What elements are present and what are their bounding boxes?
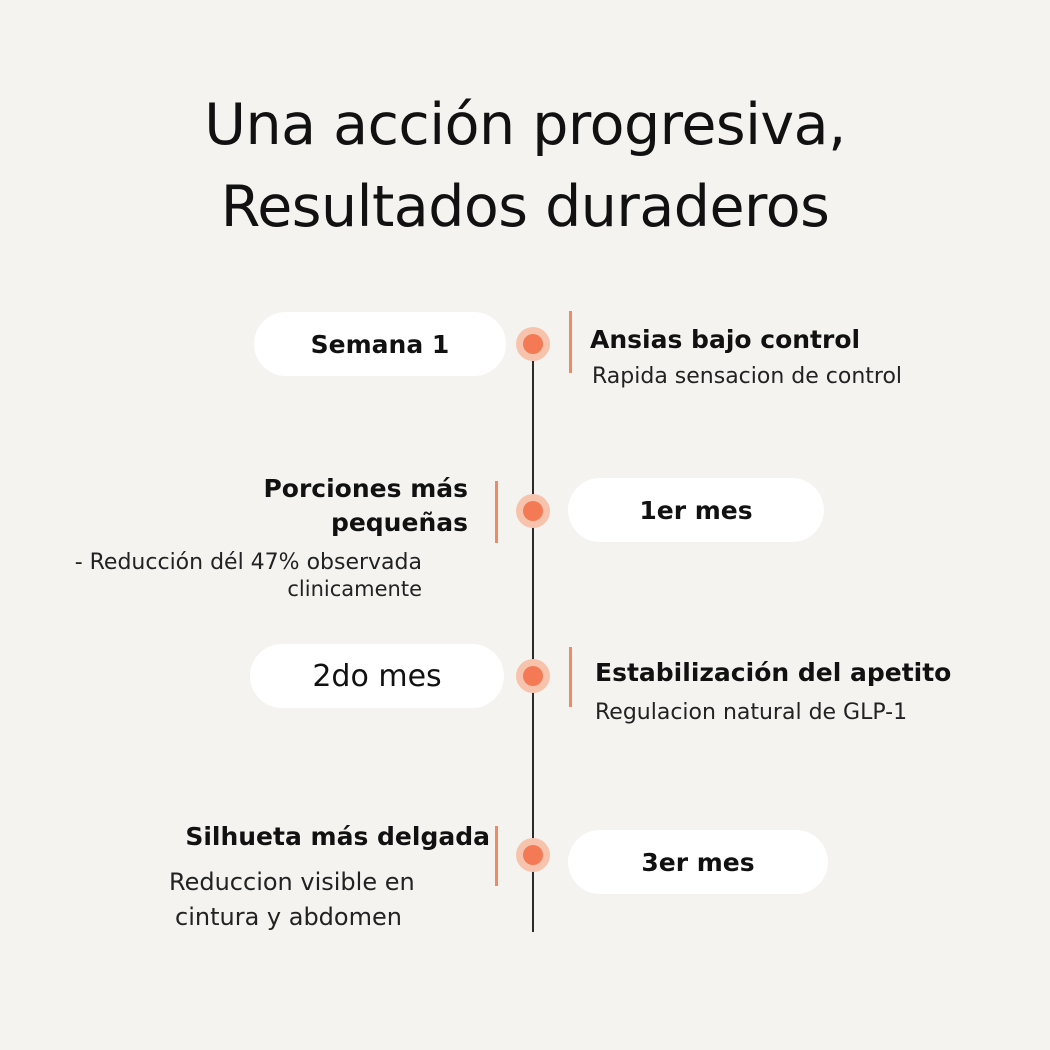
- page-title: Una acción progresiva, Resultados durade…: [0, 84, 1050, 248]
- period-pill: 2do mes: [250, 644, 504, 708]
- title-line-1: Una acción progresiva,: [204, 92, 846, 158]
- milestone-heading: Ansias bajo control: [590, 325, 861, 354]
- accent-bar: [495, 481, 498, 543]
- milestone-description-line-1: Reduccion visible en: [169, 868, 415, 896]
- accent-bar: [569, 647, 572, 707]
- milestone-heading-line-1: Porciones más: [263, 474, 468, 503]
- milestone-heading: Estabilización del apetito: [595, 658, 952, 687]
- title-line-2: Resultados duraderos: [220, 174, 830, 240]
- milestone-heading-line-2: pequeñas: [330, 508, 468, 537]
- accent-bar: [495, 826, 498, 886]
- period-label: 3er mes: [641, 847, 755, 877]
- timeline-dot: [516, 838, 550, 872]
- timeline-dot: [516, 327, 550, 361]
- timeline-axis: [532, 342, 534, 932]
- period-pill: 1er mes: [568, 478, 824, 542]
- period-label: Semana 1: [310, 329, 450, 359]
- milestone-heading: Silhueta más delgada: [185, 822, 490, 851]
- milestone-description-line-1: - Reducción dél 47% observada: [74, 550, 422, 575]
- period-pill: 3er mes: [568, 830, 828, 894]
- milestone-description-line-2: clinicamente: [287, 577, 422, 601]
- timeline-dot: [516, 494, 550, 528]
- accent-bar: [569, 311, 572, 373]
- timeline-dot: [516, 659, 550, 693]
- milestone-description: Rapida sensacion de control: [592, 364, 903, 389]
- period-pill: Semana 1: [254, 312, 506, 376]
- period-label: 1er mes: [639, 495, 753, 525]
- period-label: 2do mes: [312, 658, 442, 694]
- milestone-description-line-2: cintura y abdomen: [175, 903, 402, 931]
- milestone-description: Regulacion natural de GLP-1: [595, 700, 908, 725]
